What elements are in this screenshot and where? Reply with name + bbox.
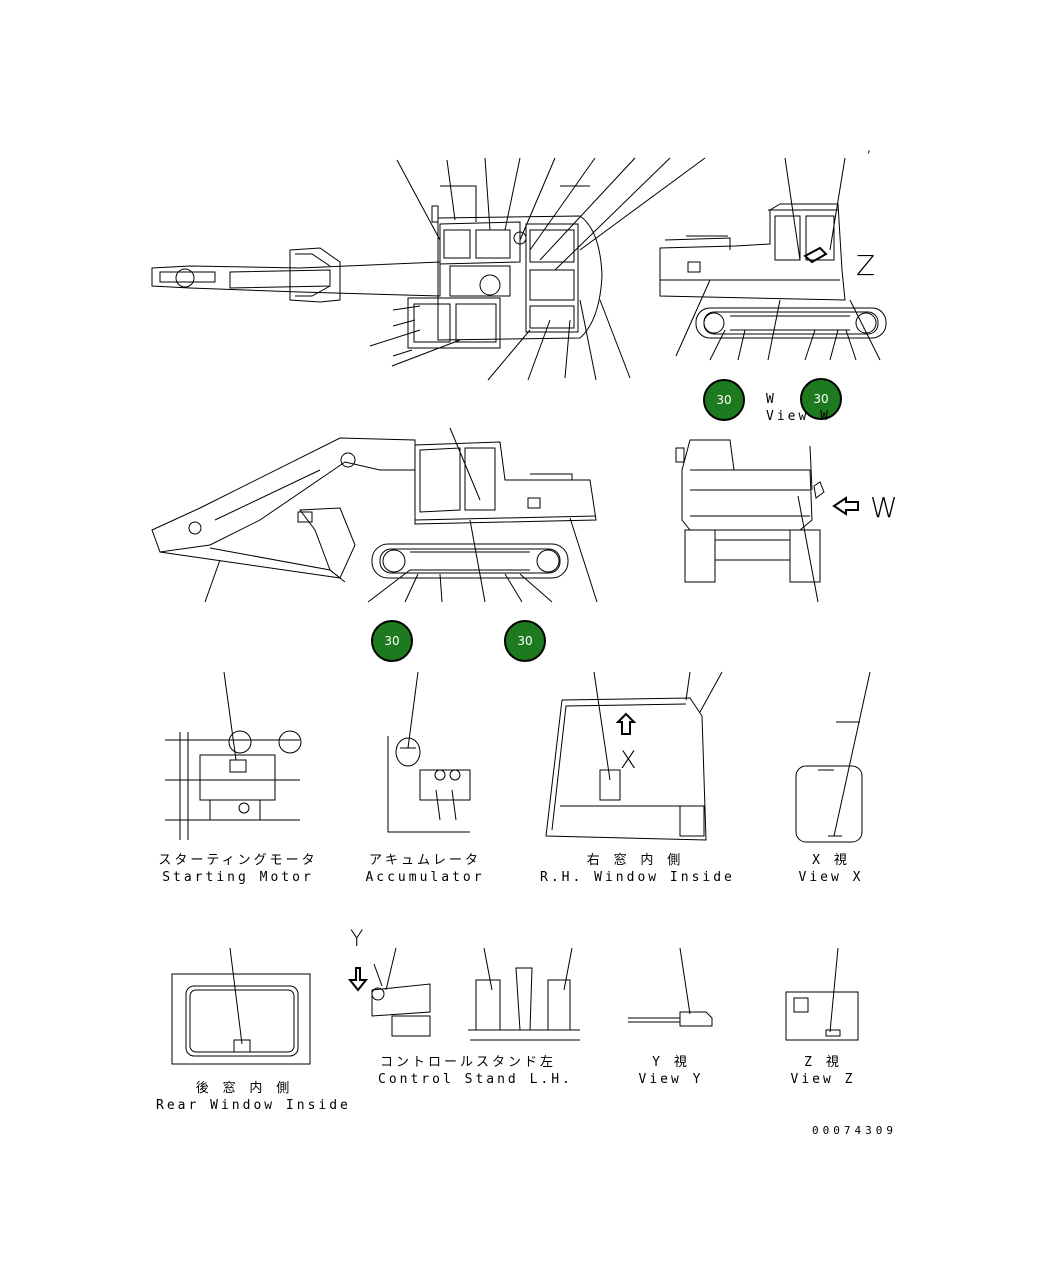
drawing-number: 00074309 bbox=[812, 1124, 897, 1137]
view-y-caption: Y 視 View Y bbox=[636, 1054, 706, 1088]
view-z-en: View Z bbox=[790, 1072, 856, 1087]
control-stand-view bbox=[347, 947, 580, 1041]
view-z-panel bbox=[785, 947, 859, 1041]
marker-y: Y bbox=[350, 927, 364, 952]
view-z-jp: Z 視 bbox=[804, 1055, 842, 1070]
accumulator-caption: アキュムレータ Accumulator bbox=[360, 852, 490, 886]
marker-x: X bbox=[620, 746, 637, 774]
rear-window-caption: 後 窓 内 側 Rear Window Inside bbox=[156, 1080, 351, 1114]
side-view-left bbox=[151, 427, 598, 603]
rear-window-en: Rear Window Inside bbox=[156, 1098, 351, 1113]
svg-text:,: , bbox=[866, 144, 872, 155]
top-view-excavator bbox=[151, 157, 706, 381]
rh-window-jp: 右 窓 内 側 bbox=[586, 853, 684, 868]
control-stand-caption: コントロールスタンド左 Control Stand L.H. bbox=[378, 1054, 573, 1088]
marker-z: Z bbox=[856, 249, 876, 282]
view-w-en: View W bbox=[766, 409, 831, 424]
view-x-jp: X 視 bbox=[812, 853, 850, 868]
rh-window-caption: 右 窓 内 側 R.H. Window Inside bbox=[540, 852, 735, 886]
view-y-en: View Y bbox=[638, 1072, 704, 1087]
starting-motor-view bbox=[165, 671, 302, 840]
qty-badge-4[interactable]: 30 bbox=[504, 620, 546, 662]
rear-window-view bbox=[171, 947, 311, 1065]
view-w-caption: W View W bbox=[766, 391, 831, 425]
starting-motor-jp: スターティングモータ bbox=[158, 853, 318, 868]
qty-badge-2[interactable]: 30 bbox=[800, 378, 842, 420]
starting-motor-caption: スターティングモータ Starting Motor bbox=[158, 852, 318, 886]
view-z-caption: Z 視 View Z bbox=[788, 1054, 858, 1088]
side-view-right: , bbox=[659, 144, 887, 361]
view-x-en: View X bbox=[798, 870, 864, 885]
rear-window-jp: 後 窓 内 側 bbox=[195, 1081, 293, 1096]
accumulator-jp: アキュムレータ bbox=[368, 853, 481, 868]
accumulator-view bbox=[387, 671, 471, 833]
rh-window-en: R.H. Window Inside bbox=[540, 870, 735, 885]
rh-window-view bbox=[545, 671, 723, 841]
qty-badge-1[interactable]: 30 bbox=[703, 379, 745, 421]
rear-view bbox=[675, 439, 859, 603]
qty-badge-3[interactable]: 30 bbox=[371, 620, 413, 662]
marker-w: W bbox=[870, 491, 898, 524]
view-y-part bbox=[628, 947, 713, 1027]
view-x-caption: X 視 View X bbox=[796, 852, 866, 886]
control-stand-jp: コントロールスタンド左 bbox=[379, 1055, 556, 1070]
starting-motor-en: Starting Motor bbox=[162, 870, 314, 885]
view-w-jp: W bbox=[766, 392, 777, 407]
control-stand-en: Control Stand L.H. bbox=[378, 1072, 573, 1087]
view-x-panel bbox=[795, 671, 871, 843]
view-y-jp: Y 視 bbox=[652, 1055, 690, 1070]
accumulator-en: Accumulator bbox=[365, 870, 485, 885]
